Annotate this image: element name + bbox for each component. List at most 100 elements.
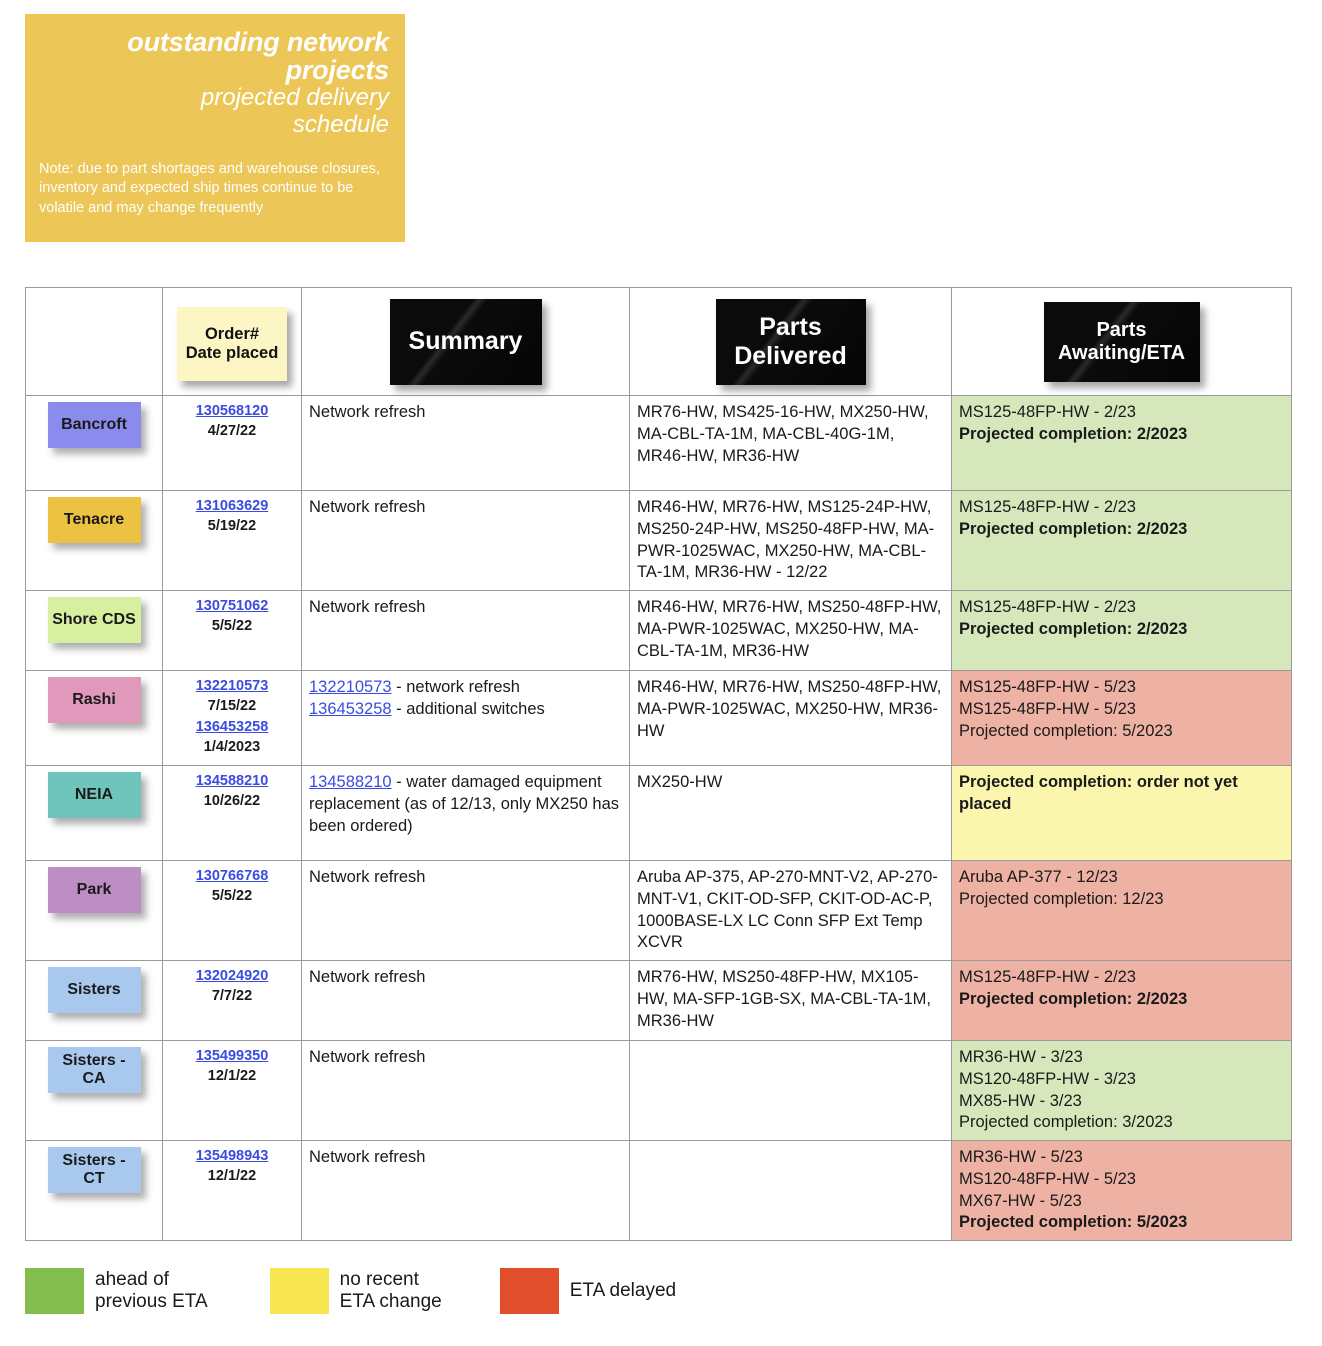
order-group: 132024920 7/7/22	[170, 967, 294, 1006]
awaiting-line: Aruba AP-377 - 12/23	[959, 868, 1118, 887]
delivered-header-line-2: Delivered	[734, 341, 847, 370]
table-row: Park 130766768 5/5/22 Network refresh Aruba …	[25, 860, 1292, 962]
site-cell: Bancroft	[25, 395, 163, 491]
order-number-link[interactable]: 132024920	[195, 968, 269, 985]
order-number-link[interactable]: 136453258	[195, 719, 269, 736]
summary-text: Network refresh	[309, 598, 426, 617]
site-sticky-note: Sisters - CA	[47, 1047, 141, 1094]
legend: ahead of previous ETA no recent ETA chang…	[25, 1268, 676, 1314]
summary-line: Network refresh	[309, 1147, 622, 1169]
order-cell: 131063629 5/19/22	[162, 489, 302, 592]
summary-line: Network refresh	[309, 1047, 622, 1069]
parts-delivered-cell	[629, 1040, 952, 1142]
order-date: 7/15/22	[207, 698, 257, 715]
order-number-link[interactable]: 130766768	[195, 868, 269, 885]
legend-label: no recent ETA change	[339, 1268, 442, 1312]
summary-text: Network refresh	[309, 1148, 426, 1167]
order-date: 10/26/22	[203, 793, 261, 810]
order-group: 132210573 7/15/22	[170, 677, 294, 716]
summary-line: 136453258 - additional switches	[309, 699, 622, 721]
order-number-link[interactable]: 135498943	[195, 1148, 269, 1165]
site-cell: Park	[25, 860, 163, 962]
site-cell: Sisters - CA	[25, 1040, 163, 1142]
summary-order-link[interactable]: 132210573	[309, 678, 392, 697]
order-date: 5/5/22	[211, 888, 253, 905]
title-note: Note: due to part shortages and warehous…	[39, 161, 380, 216]
legend-item: no recent ETA change	[269, 1268, 442, 1314]
order-header-line-2: Date placed	[185, 343, 279, 362]
order-group: 130751062 5/5/22	[170, 597, 294, 636]
site-cell: Tenacre	[25, 489, 163, 592]
legend-label: ETA delayed	[569, 1279, 677, 1301]
awaiting-line: MS120-48FP-HW - 5/23	[959, 1169, 1136, 1188]
summary-cell: Network refresh	[301, 395, 630, 491]
summary-line: Network refresh	[309, 497, 622, 519]
legend-label: ahead of previous ETA	[95, 1268, 208, 1312]
summary-line: 134588210 - water damaged equipment repl…	[309, 772, 622, 837]
awaiting-line: Projected completion: 2/2023	[959, 989, 1188, 1008]
order-group: 130766768 5/5/22	[170, 867, 294, 906]
awaiting-line: MS125-48FP-HW - 5/23	[959, 678, 1136, 697]
order-cell: 134588210 10/26/22	[162, 765, 302, 862]
order-group: 131063629 5/19/22	[170, 497, 294, 536]
summary-line: Network refresh	[309, 967, 622, 989]
awaiting-line: MR36-HW - 3/23	[959, 1048, 1083, 1067]
order-number-link[interactable]: 135499350	[195, 1048, 269, 1065]
summary-cell: 134588210 - water damaged equipment repl…	[301, 765, 630, 862]
order-number-link[interactable]: 134588210	[195, 773, 269, 790]
summary-text: Network refresh	[309, 868, 426, 887]
projects-table: Order# Date placed Summary Parts Del	[25, 287, 1292, 1242]
summary-cell: Network refresh	[301, 860, 630, 962]
awaiting-line: MS125-48FP-HW - 5/23	[959, 699, 1136, 718]
summary-text: - additional switches	[391, 699, 545, 718]
site-sticky-note: Rashi	[47, 677, 141, 724]
order-date: 5/19/22	[207, 518, 257, 535]
table-row: Sisters 132024920 7/7/22 Network refresh MR7…	[25, 960, 1292, 1042]
parts-delivered-cell: MX250-HW	[629, 765, 952, 862]
title-line-4: schedule	[292, 111, 389, 139]
site-cell: Sisters	[25, 960, 163, 1042]
order-number-link[interactable]: 131063629	[195, 498, 269, 514]
table-row: NEIA 134588210 10/26/22 134588210 - water d…	[25, 765, 1292, 862]
order-cell: 130766768 5/5/22	[162, 860, 302, 962]
site-cell: NEIA	[25, 765, 163, 862]
summary-cell: Network refresh	[301, 1140, 630, 1242]
order-number-link[interactable]: 132210573	[195, 678, 269, 695]
site-sticky-note: Shore CDS	[47, 597, 141, 644]
summary-cell: Network refresh	[301, 960, 630, 1042]
order-number-link[interactable]: 130568120	[195, 403, 269, 419]
parts-awaiting-cell: Projected completion: order not yet plac…	[951, 765, 1292, 862]
order-date: 7/7/22	[211, 988, 253, 1005]
site-cell: Sisters - CT	[25, 1140, 163, 1242]
site-sticky-note: Sisters - CT	[47, 1147, 141, 1194]
awaiting-line: Projected completion: 2/2023	[959, 619, 1188, 638]
order-header-line-1: Order#	[204, 324, 260, 343]
title-line-2: projects	[285, 55, 390, 86]
awaiting-line: Projected completion: 2/2023	[959, 519, 1188, 538]
header-cell-site	[25, 287, 163, 396]
summary-order-link[interactable]: 136453258	[309, 699, 392, 718]
parts-delivered-cell	[629, 1140, 952, 1242]
legend-item: ahead of previous ETA	[25, 1268, 208, 1314]
awaiting-line: Projected completion: order not yet plac…	[959, 773, 1238, 813]
parts-awaiting-header-note: Parts Awaiting/ETA	[1043, 301, 1200, 382]
summary-text: Network refresh	[309, 968, 426, 987]
order-date: 5/5/22	[211, 618, 253, 635]
header-cell-order: Order# Date placed	[162, 287, 302, 396]
awaiting-line: MR36-HW - 5/23	[959, 1148, 1083, 1167]
parts-delivered-cell: MR76-HW, MS250-48FP-HW, MX105-HW, MA-SFP…	[629, 960, 952, 1042]
awaiting-line: MS125-48FP-HW - 2/23	[959, 403, 1136, 421]
order-number-link[interactable]: 130751062	[195, 598, 269, 615]
header-cell-delivered: Parts Delivered	[629, 287, 952, 396]
summary-order-link[interactable]: 134588210	[309, 773, 392, 792]
